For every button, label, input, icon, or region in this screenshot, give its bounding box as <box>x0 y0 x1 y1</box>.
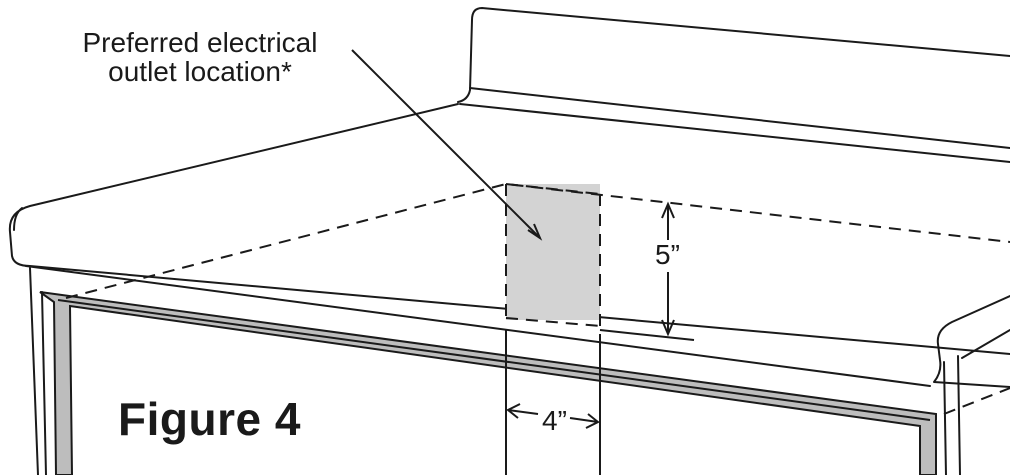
outlet-zone <box>506 184 600 320</box>
leader-line <box>351 49 541 239</box>
backsplash-base-line <box>469 87 1010 149</box>
countertop-right-edge <box>933 295 1010 388</box>
height-dimension-label: 5” <box>655 239 680 270</box>
cabinet-right-corner <box>961 329 1010 359</box>
figure-title: Figure 4 <box>118 393 301 445</box>
outlet-callout-label: Preferred electrical outlet location* <box>40 28 360 86</box>
countertop-front-edge <box>13 207 23 231</box>
cabinet-left-inner <box>41 291 47 475</box>
counter-reference-line <box>599 329 695 341</box>
countertop-underside <box>25 265 931 387</box>
backsplash <box>457 7 1010 103</box>
height-arrow-bottom <box>661 319 675 337</box>
width-dimension-line-right <box>569 417 599 423</box>
dashed-zone-bottom <box>505 317 601 327</box>
dashed-top-edge <box>505 183 601 195</box>
cabinet-frame <box>39 291 937 475</box>
cabinet-left-side <box>29 267 39 475</box>
callout-line-1: Preferred electrical <box>82 27 318 58</box>
width-dimension-label: 4” <box>540 405 569 436</box>
width-arrow-right <box>585 413 600 429</box>
dashed-right-wall <box>943 387 1010 415</box>
width-dimension-line-left <box>507 409 539 415</box>
leader-arrowhead <box>527 223 543 241</box>
cabinet-right-side <box>943 361 947 475</box>
callout-line-2: outlet location* <box>108 56 292 87</box>
backsplash-bottom-line <box>459 103 1010 163</box>
height-arrow-top <box>661 201 675 219</box>
cabinet-right-inner <box>957 355 961 475</box>
width-arrow-left <box>506 403 521 419</box>
dashed-wall-line <box>65 182 1010 299</box>
cabinet-frame-inner-line <box>57 299 931 421</box>
